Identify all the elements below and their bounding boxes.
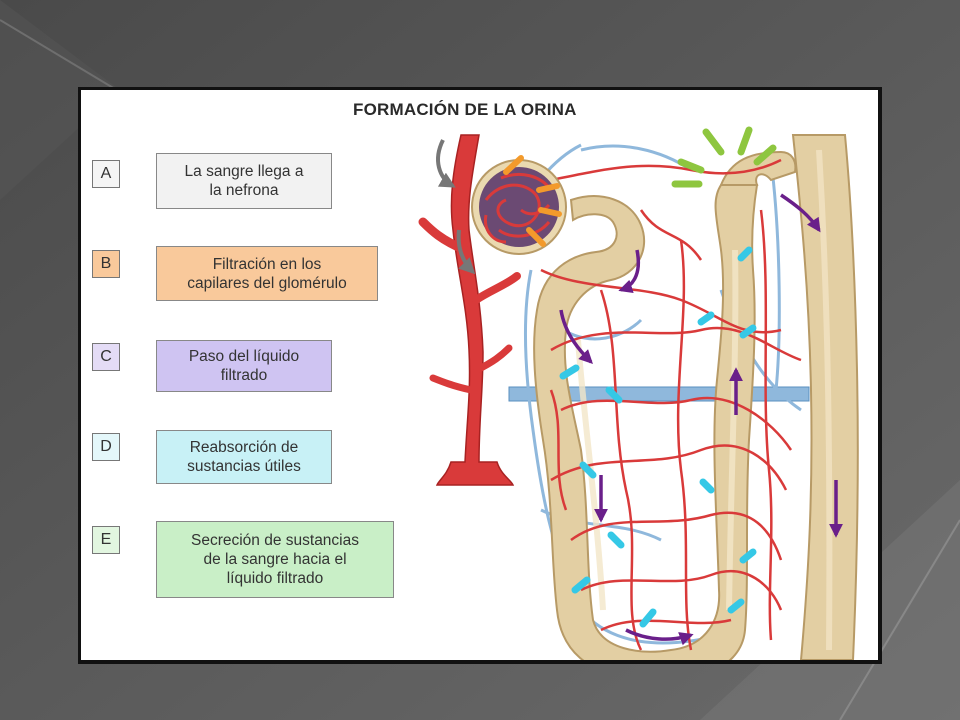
filtration-arrows — [503, 155, 562, 247]
filtrate-flow-arrows — [559, 193, 843, 646]
reabsorption-arrows — [559, 246, 757, 628]
nephron-tubule — [533, 150, 797, 660]
peritubular-capillaries — [540, 158, 802, 651]
slide-content: FORMACIÓN DE LA ORINA A La sangre llega … — [81, 90, 878, 660]
step-e-label: Secreción de sustancias de la sangre hac… — [156, 521, 394, 598]
step-c-label: Paso del líquido filtrado — [156, 340, 332, 392]
glomerulus — [471, 159, 567, 255]
diagram-title: FORMACIÓN DE LA ORINA — [353, 100, 577, 119]
step-c-letter: C — [92, 343, 120, 371]
nephron-diagram — [418, 126, 859, 660]
step-a-letter: A — [92, 160, 120, 188]
step-d-letter: D — [92, 433, 120, 461]
step-d-label: Reabsorción de sustancias útiles — [156, 430, 332, 484]
step-b-letter: B — [92, 250, 120, 278]
step-b-label: Filtración en los capilares del glomérul… — [156, 246, 378, 301]
secretion-arrows — [671, 126, 777, 188]
step-a-label: La sangre llega a la nefrona — [156, 153, 332, 209]
blood-inflow-arrows — [436, 139, 476, 275]
step-e-letter: E — [92, 526, 120, 554]
